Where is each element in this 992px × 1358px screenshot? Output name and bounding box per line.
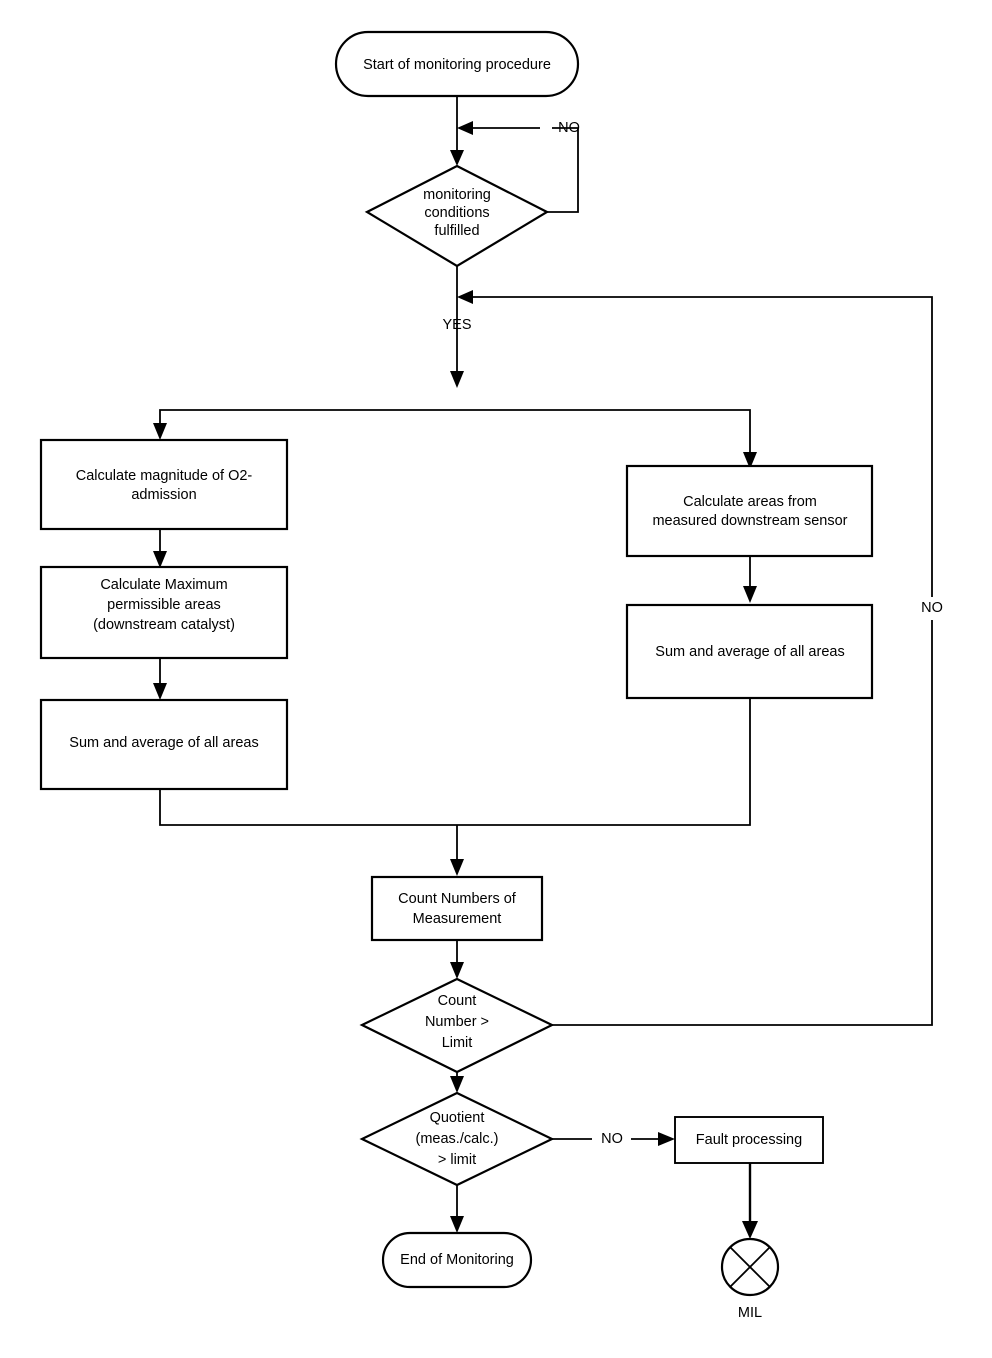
node-calculate-areas-measured-label-1: Calculate areas from <box>683 494 817 510</box>
node-start-label: Start of monitoring procedure <box>363 57 551 73</box>
node-calculate-max-permissible-areas[interactable]: Calculate Maximum permissible areas (dow… <box>39 565 289 660</box>
node-end-of-monitoring-label: End of Monitoring <box>400 1252 514 1268</box>
node-monitoring-conditions-label-2: conditions <box>424 205 489 221</box>
node-monitoring-conditions-label-3: fulfilled <box>434 223 479 239</box>
node-calculate-o2-admission-label-2: admission <box>131 487 196 503</box>
node-sum-average-left-label: Sum and average of all areas <box>69 735 258 751</box>
edge-label-conditions-yes: YES <box>442 317 471 333</box>
edge-merge-to-count <box>159 698 751 876</box>
node-calculate-o2-admission[interactable]: Calculate magnitude of O2- admission <box>39 438 289 531</box>
edge-count-to-limit <box>450 940 464 979</box>
edge-conditions-yes <box>450 266 464 388</box>
node-quotient-limit-label-2: (meas./calc.) <box>416 1131 499 1147</box>
node-count-number-limit[interactable]: Count Number > Limit <box>359 977 555 1074</box>
edge-label-conditions-no: NO <box>558 120 580 136</box>
node-count-number-limit-label-3: Limit <box>442 1035 473 1051</box>
edge-label-count-limit-no: NO <box>921 600 943 616</box>
node-calculate-max-permissible-areas-label-2: permissible areas <box>107 597 221 613</box>
edge-max-to-sum-left <box>153 658 167 700</box>
node-quotient-limit-label-1: Quotient <box>430 1110 485 1126</box>
edge-count-limit-no-return <box>457 290 933 1026</box>
node-calculate-max-permissible-areas-label-1: Calculate Maximum <box>100 577 227 593</box>
edge-label-quotient-no: NO <box>601 1131 623 1147</box>
node-count-numbers-measurement-label-2: Measurement <box>413 911 502 927</box>
edge-start-to-conditions <box>450 96 464 166</box>
node-count-number-limit-label-2: Number > <box>425 1014 489 1030</box>
edge-fault-to-mil <box>742 1163 758 1239</box>
node-sum-average-left[interactable]: Sum and average of all areas <box>39 698 289 791</box>
node-count-number-limit-label-1: Count <box>438 993 477 1009</box>
node-start[interactable]: Start of monitoring procedure <box>334 30 580 98</box>
node-monitoring-conditions[interactable]: monitoring conditions fulfilled <box>364 164 550 268</box>
node-count-numbers-measurement-label-1: Count Numbers of <box>398 891 517 907</box>
edge-calc-o2-to-max <box>153 529 167 568</box>
edge-calc-areas-to-sum-right <box>743 556 757 603</box>
node-mil[interactable]: MIL <box>720 1237 780 1321</box>
node-calculate-areas-measured-label-2: measured downstream sensor <box>652 513 847 529</box>
node-end-of-monitoring[interactable]: End of Monitoring <box>381 1231 533 1289</box>
node-mil-label: MIL <box>738 1305 762 1321</box>
edge-split-to-columns <box>153 409 757 469</box>
edge-quotient-no-to-fault <box>552 1132 675 1146</box>
node-monitoring-conditions-label-1: monitoring <box>423 187 491 203</box>
node-quotient-limit-label-3: > limit <box>438 1152 476 1168</box>
node-sum-average-right-label: Sum and average of all areas <box>655 644 844 660</box>
edge-conditions-no-loop <box>457 121 579 213</box>
node-fault-processing[interactable]: Fault processing <box>674 1116 824 1164</box>
node-fault-processing-label: Fault processing <box>696 1132 802 1148</box>
node-count-numbers-measurement[interactable]: Count Numbers of Measurement <box>370 875 544 942</box>
edge-quotient-to-end <box>450 1185 464 1233</box>
node-calculate-areas-measured[interactable]: Calculate areas from measured downstream… <box>625 464 874 558</box>
node-quotient-limit[interactable]: Quotient (meas./calc.) > limit <box>359 1091 555 1187</box>
node-sum-average-right[interactable]: Sum and average of all areas <box>625 603 874 700</box>
edge-limit-to-quotient <box>450 1072 464 1093</box>
node-calculate-max-permissible-areas-label-3: (downstream catalyst) <box>93 617 235 633</box>
node-calculate-o2-admission-label-1: Calculate magnitude of O2- <box>76 468 253 484</box>
